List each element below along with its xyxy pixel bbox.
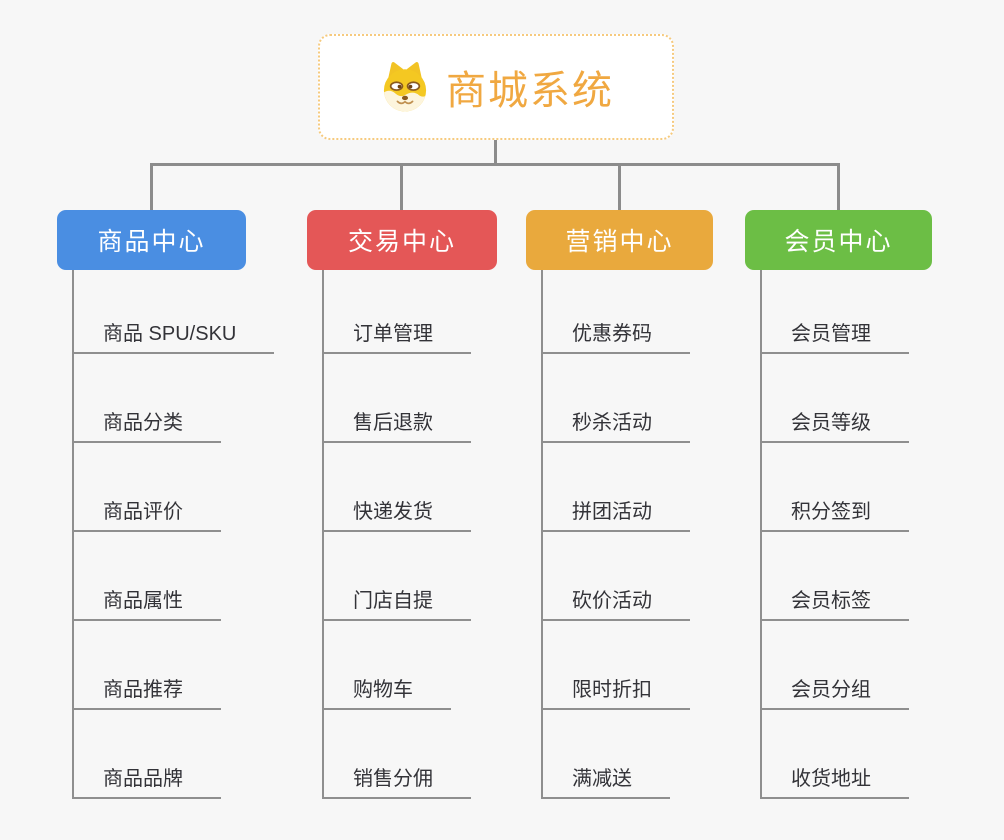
branch-list-trade: 订单管理 售后退款 快递发货 门店自提 购物车 销售分佣 (322, 270, 497, 799)
node-item[interactable]: 商品品牌 (72, 710, 221, 799)
branch-line (541, 270, 543, 799)
root-node-mall-system[interactable]: 商城系统 (318, 34, 674, 140)
branch-marketing: 营销中心 优惠券码 秒杀活动 拼团活动 砍价活动 限时折扣 满减送 (526, 210, 713, 799)
node-item[interactable]: 砍价活动 (541, 532, 690, 621)
node-item[interactable]: 会员分组 (760, 621, 909, 710)
shiba-dog-icon (383, 62, 427, 112)
branch-line (72, 270, 74, 799)
connector-drop-products (150, 163, 153, 210)
node-item[interactable]: 优惠券码 (541, 270, 690, 354)
node-item[interactable]: 会员等级 (760, 354, 909, 443)
node-item[interactable]: 会员管理 (760, 270, 909, 354)
node-item[interactable]: 满减送 (541, 710, 670, 799)
branch-header-members[interactable]: 会员中心 (745, 210, 932, 270)
connector-root-drop (494, 140, 497, 163)
node-item[interactable]: 限时折扣 (541, 621, 690, 710)
branch-trade: 交易中心 订单管理 售后退款 快递发货 门店自提 购物车 销售分佣 (307, 210, 497, 799)
node-item[interactable]: 商品分类 (72, 354, 221, 443)
node-item[interactable]: 快递发货 (322, 443, 471, 532)
node-item[interactable]: 会员标签 (760, 532, 909, 621)
node-item[interactable]: 销售分佣 (322, 710, 471, 799)
connector-rail (150, 163, 840, 166)
branch-products: 商品中心 商品 SPU/SKU 商品分类 商品评价 商品属性 商品推荐 商品品牌 (57, 210, 275, 799)
node-item[interactable]: 商品属性 (72, 532, 221, 621)
branch-line (322, 270, 324, 799)
root-node-title: 商城系统 (446, 69, 614, 113)
node-item[interactable]: 商品推荐 (72, 621, 221, 710)
branch-header-products[interactable]: 商品中心 (57, 210, 246, 270)
connector-drop-trade (400, 163, 403, 210)
node-item[interactable]: 购物车 (322, 621, 451, 710)
branch-list-products: 商品 SPU/SKU 商品分类 商品评价 商品属性 商品推荐 商品品牌 (72, 270, 275, 799)
connector-drop-marketing (618, 163, 621, 210)
branch-list-marketing: 优惠券码 秒杀活动 拼团活动 砍价活动 限时折扣 满减送 (541, 270, 713, 799)
node-item[interactable]: 拼团活动 (541, 443, 690, 532)
node-item[interactable]: 售后退款 (322, 354, 471, 443)
node-item[interactable]: 秒杀活动 (541, 354, 690, 443)
node-item[interactable]: 门店自提 (322, 532, 471, 621)
node-item[interactable]: 商品 SPU/SKU (72, 270, 275, 354)
node-item[interactable]: 积分签到 (760, 443, 909, 532)
node-item[interactable]: 收货地址 (760, 710, 909, 799)
node-item[interactable]: 订单管理 (322, 270, 471, 354)
branch-line (760, 270, 762, 799)
node-item[interactable]: 商品评价 (72, 443, 221, 532)
branch-header-marketing[interactable]: 营销中心 (526, 210, 713, 270)
branch-members: 会员中心 会员管理 会员等级 积分签到 会员标签 会员分组 收货地址 (745, 210, 932, 799)
branch-list-members: 会员管理 会员等级 积分签到 会员标签 会员分组 收货地址 (760, 270, 932, 799)
connector-drop-members (837, 163, 840, 210)
branch-header-trade[interactable]: 交易中心 (307, 210, 497, 270)
